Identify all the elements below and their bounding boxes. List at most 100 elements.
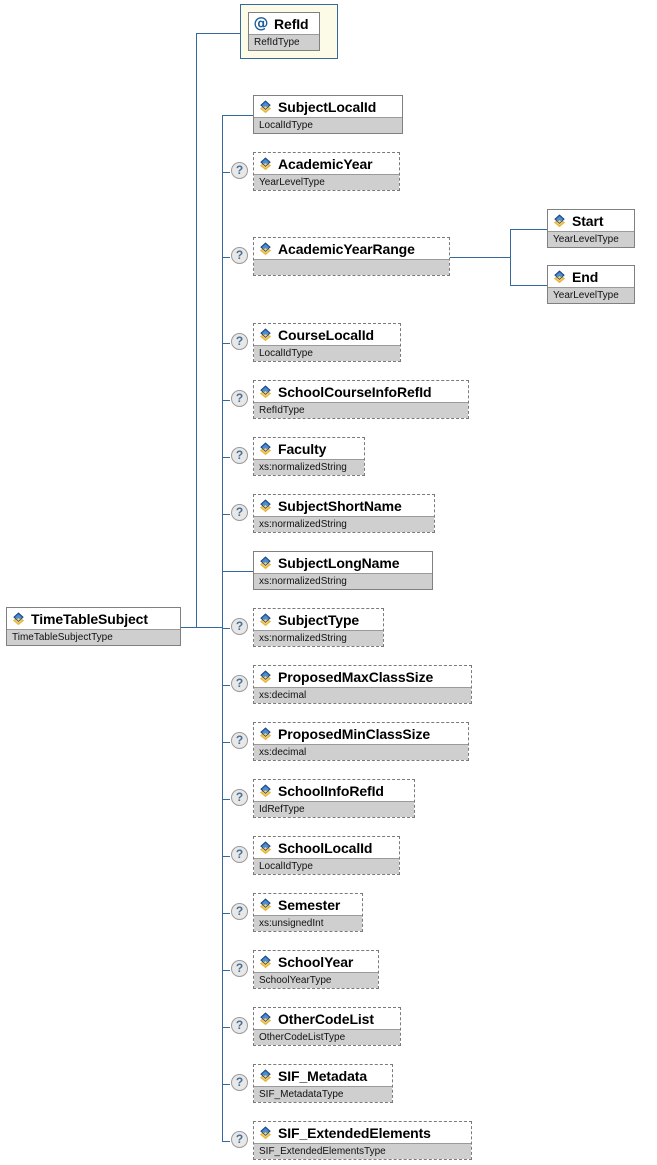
optional-marker-icon: ? bbox=[231, 789, 248, 806]
node-type-label: TimeTableSubjectType bbox=[7, 629, 180, 645]
node-name-row: SubjectLocalId bbox=[254, 96, 402, 117]
node-name-label: SubjectType bbox=[278, 612, 360, 628]
node-type-label: SchoolYearType bbox=[254, 972, 378, 988]
connector-element-branch bbox=[222, 400, 230, 401]
connector-element-branch bbox=[222, 1027, 230, 1028]
connector-subelement-stub bbox=[450, 257, 510, 258]
node-type-label: YearLevelType bbox=[548, 231, 634, 247]
node-name-label: RefId bbox=[274, 16, 309, 32]
element-icon bbox=[259, 612, 272, 626]
node-name-row: SubjectLongName bbox=[254, 552, 432, 573]
node-name-label: ProposedMinClassSize bbox=[278, 726, 431, 742]
element-icon bbox=[259, 555, 272, 569]
element-icon bbox=[259, 498, 272, 512]
connector-element-branch bbox=[222, 257, 230, 258]
node-name-label: Semester bbox=[278, 897, 341, 913]
optional-marker-icon: ? bbox=[231, 1074, 248, 1091]
element-icon bbox=[259, 1011, 272, 1025]
node-name-label: SchoolLocalId bbox=[278, 840, 373, 856]
attribute-icon: @ bbox=[253, 14, 269, 32]
node-name-row: CourseLocalId bbox=[254, 324, 400, 345]
node-name-row: SchoolInfoRefId bbox=[254, 780, 414, 801]
node-name-label: TimeTableSubject bbox=[31, 611, 148, 627]
connector-element-branch bbox=[222, 1141, 230, 1142]
element-icon bbox=[259, 99, 272, 113]
connector-element-branch bbox=[222, 115, 253, 116]
connector-attribute-branch bbox=[196, 33, 240, 34]
optional-marker-icon: ? bbox=[231, 675, 248, 692]
node-name-label: SubjectLongName bbox=[278, 555, 400, 571]
optional-marker-icon: ? bbox=[231, 247, 248, 264]
node-type-label: xs:unsignedInt bbox=[254, 915, 362, 931]
element-icon bbox=[553, 269, 566, 283]
node-type-label: OtherCodeListType bbox=[254, 1029, 400, 1045]
optional-marker-icon: ? bbox=[231, 618, 248, 635]
node-name-label: Faculty bbox=[278, 441, 327, 457]
schema-node-subjectlongname[interactable]: SubjectLongName xs:normalizedString bbox=[253, 551, 433, 590]
node-type-label: YearLevelType bbox=[548, 287, 634, 303]
node-name-label: SubjectLocalId bbox=[278, 99, 377, 115]
connector-element-branch bbox=[222, 514, 230, 515]
node-name-row: ProposedMaxClassSize bbox=[254, 666, 471, 687]
schema-node-semester[interactable]: Semester xs:unsignedInt bbox=[253, 893, 363, 932]
node-name-row: ProposedMinClassSize bbox=[254, 723, 468, 744]
element-icon bbox=[259, 384, 272, 398]
connector-element-branch bbox=[222, 742, 230, 743]
node-name-row: @ RefId bbox=[249, 13, 319, 34]
element-icon bbox=[259, 327, 272, 341]
node-name-row: OtherCodeList bbox=[254, 1008, 400, 1029]
connector-element-branch bbox=[222, 856, 230, 857]
node-name-row: SIF_Metadata bbox=[254, 1065, 392, 1086]
connector-element-branch bbox=[222, 913, 230, 914]
schema-node-proposedminclasssize[interactable]: ProposedMinClassSize xs:decimal bbox=[253, 722, 469, 761]
element-icon bbox=[259, 726, 272, 740]
node-name-label: SchoolInfoRefId bbox=[278, 783, 384, 799]
connector-root-stub bbox=[181, 627, 223, 628]
node-name-label: SIF_ExtendedElements bbox=[278, 1125, 431, 1141]
optional-marker-icon: ? bbox=[231, 903, 248, 920]
connector-element-branch bbox=[222, 970, 230, 971]
node-name-label: AcademicYear bbox=[278, 156, 373, 172]
element-icon bbox=[259, 840, 272, 854]
node-name-row: Faculty bbox=[254, 438, 364, 459]
element-icon bbox=[259, 783, 272, 797]
connector-element-branch bbox=[222, 685, 230, 686]
node-name-label: SIF_Metadata bbox=[278, 1068, 368, 1084]
element-icon bbox=[259, 1125, 272, 1139]
element-icon bbox=[259, 241, 272, 255]
schema-node-academicyearrange[interactable]: AcademicYearRange bbox=[253, 237, 450, 276]
element-icon bbox=[259, 897, 272, 911]
node-name-row: Semester bbox=[254, 894, 362, 915]
connector-attribute-trunk bbox=[196, 33, 197, 628]
optional-marker-icon: ? bbox=[231, 162, 248, 179]
optional-marker-icon: ? bbox=[231, 504, 248, 521]
node-name-label: OtherCodeList bbox=[278, 1011, 374, 1027]
node-type-label: YearLevelType bbox=[254, 174, 399, 190]
connector-element-branch bbox=[222, 457, 230, 458]
connector-element-branch bbox=[222, 628, 230, 629]
node-type-label: RefIdType bbox=[249, 34, 319, 50]
node-type-label: xs:decimal bbox=[254, 744, 468, 760]
node-type-label: xs:normalizedString bbox=[254, 573, 432, 589]
node-name-row: Start bbox=[548, 210, 634, 231]
